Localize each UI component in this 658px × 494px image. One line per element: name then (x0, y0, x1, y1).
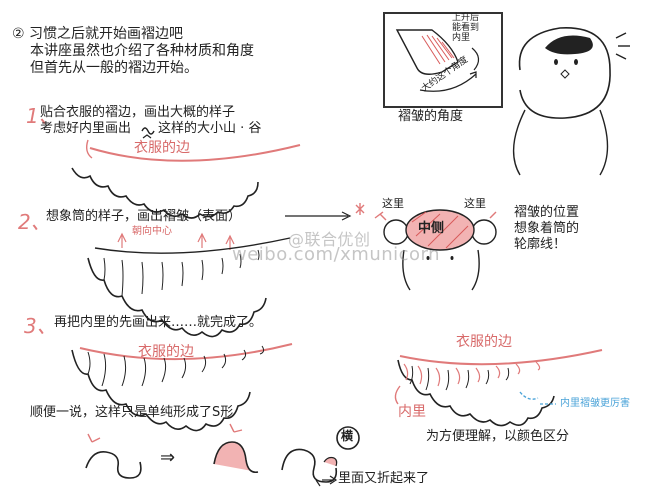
step2-tube-character (355, 203, 497, 291)
intro-marker: ② (12, 26, 25, 42)
watermark-handle: @联合优创 (288, 230, 371, 249)
mascot-character (512, 27, 630, 176)
intro-line-3: 但首先从一般的褶边开始。 (30, 60, 198, 76)
footer-s-shape-3 (281, 448, 338, 487)
watermark-url: weibo.com/xmunicorn (232, 244, 441, 265)
tube-label-left: 这里 (382, 197, 404, 210)
intro-text: ② 习惯之后就开始画褶边吧 本讲座虽然也介绍了各种材质和角度 但首先从一般的褶边… (12, 26, 254, 77)
step2-note-line-1: 褶皱的位置 (514, 205, 580, 220)
step3-number: 3、 (24, 314, 57, 338)
intro-line-2: 本讲座虽然也介绍了各种材质和角度 (30, 43, 254, 59)
step3-inner-label: 内里 (398, 404, 426, 420)
step1-ruffle-outline (71, 167, 259, 219)
step1-clothes-edge (85, 139, 301, 162)
tube-center-label: 中侧 (418, 221, 445, 236)
step2-number: 2、 (18, 210, 51, 234)
step3-right-ruffle (394, 349, 603, 427)
footer-s-shape-2 (213, 423, 259, 474)
intro-line-1: ② 习惯之后就开始画褶边吧 (12, 26, 184, 42)
step2-text: 想象筒的样子，画出褶皱（表面） (46, 209, 242, 224)
step1-curve-label: 衣服的边 (134, 140, 190, 156)
step2-ruffle (87, 237, 291, 338)
footer-arrow: ⇒ (160, 447, 176, 468)
step2-arrow-right (285, 211, 352, 221)
step3-curve-label-right: 衣服的边 (456, 334, 512, 350)
step3-text: 再把内里的先画出来……就完成了。 (54, 315, 263, 330)
footer-badge: 横 (341, 429, 354, 443)
angle-illustration-frame (383, 12, 503, 108)
step1-number: 1、 (26, 104, 59, 128)
angle-caption: 褶皱的角度 (398, 109, 464, 124)
step2-note-line-2: 想象着筒的 (514, 221, 580, 236)
tube-label-right: 这里 (464, 197, 486, 210)
footer-color-note: 为方便理解，以颜色区分 (426, 429, 570, 444)
step2-note-line-3: 轮廓线！ (514, 237, 567, 252)
step1-line-2a: 考虑好内里画出 (40, 121, 132, 136)
step2-guide-arrows (117, 232, 235, 250)
step3-left-ruffle (71, 343, 293, 432)
footer-fold-note: 里面又折起来了 (338, 471, 430, 486)
step3-inner-note: 内里褶皱更厉害 (560, 398, 630, 409)
step1-line-2b: 这样的大小山 · 谷 (158, 121, 262, 136)
footer-badge-circle (336, 426, 360, 450)
step3-curve-label-left: 衣服的边 (138, 344, 194, 360)
step1-wave-symbol (141, 127, 155, 139)
step1-line-1: 贴合衣服的褶边，画出大概的样子 (40, 105, 236, 120)
footer-s-shape-1 (85, 433, 142, 479)
footer-s-note: 顺便一说，这样只是单纯形成了S形 (30, 405, 234, 420)
step2-center-label: 朝向中心 (132, 226, 172, 237)
angle-label-top: 上升后 能看到 内里 (452, 13, 480, 43)
